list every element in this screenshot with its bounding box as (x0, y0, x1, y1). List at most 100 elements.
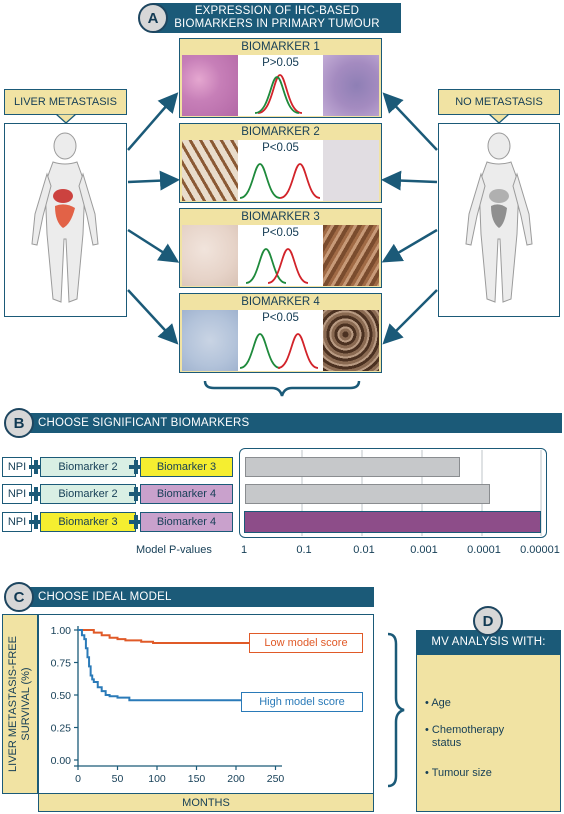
panel-b-title-banner: CHOOSE SIGNIFICANT BIOMARKERS (22, 413, 562, 433)
km-x-tick-label: 200 (227, 773, 245, 785)
biomarker-1-title: BIOMARKER 1 (241, 41, 320, 53)
biomarker-2-ihc-image-right (323, 140, 379, 201)
biomarker-4-ihc-image-right (323, 310, 379, 371)
biomarker-2-p-value: P<0.05 (262, 142, 299, 154)
biomarker-1-ihc-image-right (323, 55, 379, 116)
panel-a-title-line2: BIOMARKERS IN PRIMARY TUMOUR (174, 18, 380, 30)
km-x-tick-label: 0 (75, 773, 81, 785)
pvalue-tick-1: 1 (240, 544, 248, 556)
panel-c-title-banner: CHOOSE IDEAL MODEL (22, 587, 374, 607)
high-score-survival-curve (78, 629, 260, 702)
pvalue-tick-0.1: 0.1 (296, 544, 312, 556)
panel-a-letter: A (138, 3, 168, 33)
liver-organ-normal (489, 189, 509, 203)
pvalue-tick-0.001: 0.001 (410, 544, 438, 556)
km-x-tick-label: 50 (112, 773, 124, 785)
biomarker-4-card: BIOMARKER 4 P<0.05 (179, 293, 382, 373)
km-xlabel-strip: MONTHS (38, 793, 374, 812)
panel-a-title-line1: EXPRESSION OF IHC-BASED (194, 5, 360, 17)
plus-icon (129, 487, 143, 501)
panel-d-letter: D (473, 606, 503, 636)
mv-item-chemotherapy: • Chemotherapy status (425, 724, 545, 750)
biomarker-3-distribution-curves (245, 248, 309, 284)
km-y-tick-label: 1.00 (51, 625, 72, 637)
pvalue-bar-2 (245, 484, 490, 504)
mv-item-age: • Age (425, 697, 451, 709)
biomarker-2-ihc-image-left (182, 140, 238, 201)
km-y-tick-label: 0.25 (51, 723, 72, 735)
biomarker-3-title: BIOMARKER 3 (241, 211, 320, 223)
combo-row-2-npi: NPI (2, 484, 32, 504)
panel-c-title: CHOOSE IDEAL MODEL (38, 591, 172, 603)
liver-organ (53, 189, 73, 203)
plus-icon (29, 460, 43, 474)
panel-a-arrows (127, 92, 438, 397)
low-score-legend-box: Low model score (249, 633, 363, 653)
km-x-tick-label: 250 (267, 773, 285, 785)
combo-row-1-npi: NPI (2, 457, 32, 477)
biomarker-3-card: BIOMARKER 3 P<0.05 (179, 208, 382, 288)
biomarker-brace (203, 380, 361, 397)
km-y-tick-label: 0.00 (51, 755, 72, 767)
combo-row-2-second: Biomarker 4 (140, 484, 233, 504)
pvalue-chart-frame (239, 448, 547, 538)
no-metastasis-label-pointer (488, 114, 510, 124)
intestine-organ-normal (491, 204, 507, 228)
plus-icon (129, 460, 143, 474)
biomarker-1-ihc-image-left (182, 55, 238, 116)
plus-icon (129, 515, 143, 529)
km-xlabel: MONTHS (182, 796, 230, 809)
panel-a-title-banner: EXPRESSION OF IHC-BASED BIOMARKERS IN PR… (153, 3, 401, 33)
plus-icon (29, 515, 43, 529)
km-y-tick-label: 0.75 (51, 658, 72, 670)
biomarker-1-card: BIOMARKER 1 P>0.05 (179, 38, 382, 118)
panel-b-title: CHOOSE SIGNIFICANT BIOMARKERS (38, 417, 250, 429)
combo-row-3-second: Biomarker 4 (140, 512, 233, 532)
female-anatomy-figure-healthy (465, 132, 533, 303)
liver-metastasis-figure-box (4, 123, 127, 317)
biomarker-2-title: BIOMARKER 2 (241, 126, 320, 138)
biomarker-3-ihc-image-right (323, 225, 379, 286)
panel-d-title: MV ANALYSIS WITH: (431, 636, 546, 648)
panel-c-d-brace (387, 632, 405, 788)
biomarker-4-title: BIOMARKER 4 (241, 296, 320, 308)
biomarker-4-p-value: P<0.05 (262, 312, 299, 324)
biomarker-4-ihc-image-left (182, 310, 238, 371)
combo-row-3-npi: NPI (2, 512, 32, 532)
biomarker-3-ihc-image-left (182, 225, 238, 286)
high-score-legend-label: High model score (259, 696, 345, 708)
combo-row-1-first: Biomarker 2 (40, 457, 136, 477)
pvalue-bar-3 (244, 511, 541, 533)
no-metastasis-figure-box (438, 123, 560, 317)
mv-item-chemotherapy-text: Chemotherapy status (431, 724, 505, 749)
panel-d-title-banner: MV ANALYSIS WITH: (416, 630, 561, 654)
female-anatomy-figure-liver (31, 132, 99, 303)
combo-row-3-first: Biomarker 3 (40, 512, 136, 532)
combo-row-2-first: Biomarker 2 (40, 484, 136, 504)
low-score-legend-label: Low model score (264, 637, 348, 649)
no-metastasis-label: NO METASTASIS (438, 89, 560, 115)
panel-d-body (416, 654, 561, 812)
intestine-organ (55, 204, 75, 228)
high-score-legend-box: High model score (241, 692, 363, 712)
biomarker-1-p-value: P>0.05 (262, 57, 299, 69)
pvalue-tick-0.00001: 0.00001 (520, 544, 560, 556)
combo-row-1-second: Biomarker 3 (140, 457, 233, 477)
pvalue-tick-0.0001: 0.0001 (467, 544, 501, 556)
km-x-tick-label: 150 (188, 773, 206, 785)
biomarker-2-card: BIOMARKER 2 P<0.05 (179, 123, 382, 203)
panel-b-letter: B (4, 408, 34, 438)
mv-item-tumour-size: • Tumour size (425, 767, 492, 779)
panel-c-letter: C (4, 582, 34, 612)
km-x-tick-label: 100 (148, 773, 166, 785)
pvalue-bar-1 (245, 457, 460, 477)
biomarker-1-distribution-curves (254, 74, 303, 114)
km-y-tick-label: 0.50 (51, 690, 72, 702)
biomarker-2-distribution-curves (239, 163, 321, 199)
biomarker-3-p-value: P<0.05 (262, 227, 299, 239)
biomarker-4-distribution-curves (239, 333, 319, 369)
plus-icon (29, 487, 43, 501)
pvalue-axis-label: Model P-values (136, 544, 212, 556)
km-ylabel-strip (2, 614, 38, 794)
